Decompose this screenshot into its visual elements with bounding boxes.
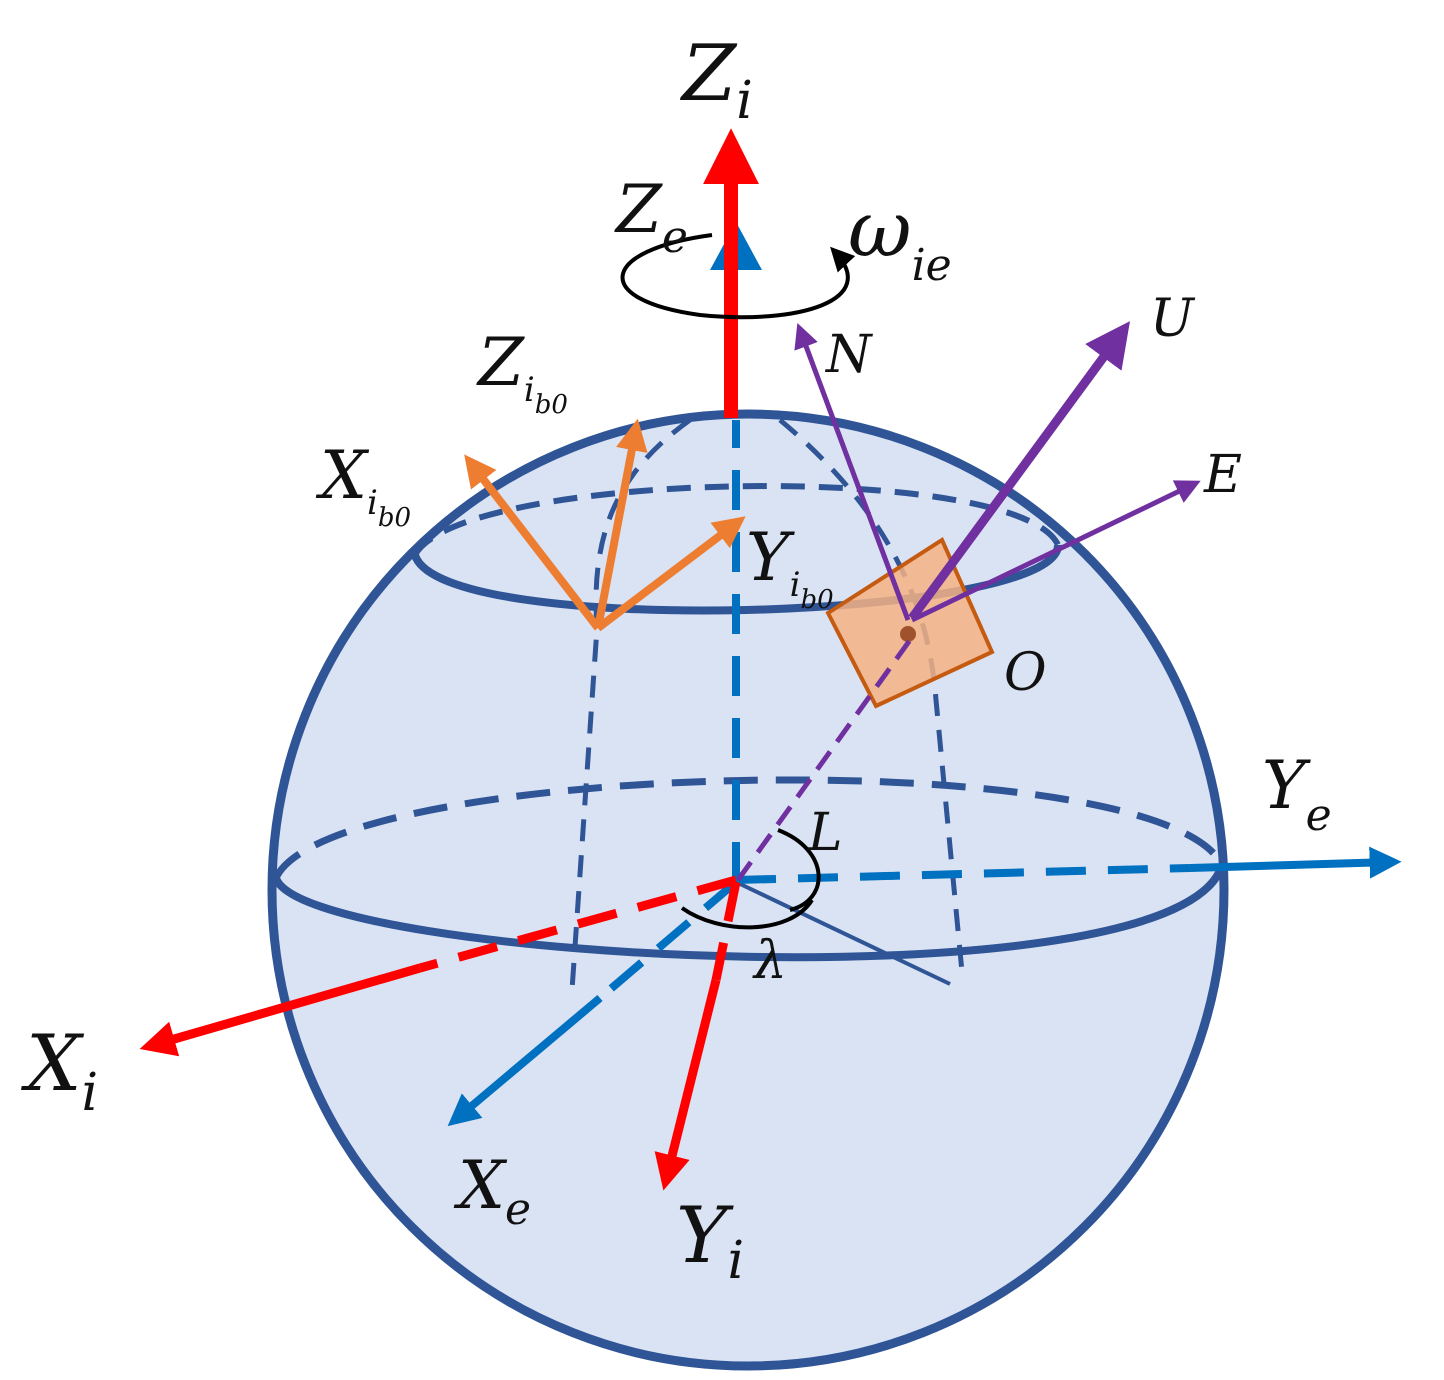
n-axis xyxy=(794,322,911,621)
longitude-line xyxy=(735,880,951,986)
longitude-angle-arc xyxy=(680,898,814,930)
zib0-axis xyxy=(594,418,648,629)
latitude-label: L xyxy=(807,803,843,863)
omega-label: ωie xyxy=(848,185,952,291)
ye-axis-arrow xyxy=(1189,846,1402,879)
xib0-label: Xib0 xyxy=(315,437,411,533)
ye-axis-dashed xyxy=(735,864,1191,884)
local-tangent-plane xyxy=(825,537,995,709)
yib0-label: Yib0 xyxy=(746,519,834,615)
u-label: U xyxy=(1150,289,1196,349)
xe-axis-arrow xyxy=(447,994,603,1127)
latitude-circle-back xyxy=(412,483,1061,557)
e-label: E xyxy=(1203,445,1242,505)
xi-axis-arrow xyxy=(139,963,422,1057)
zi-label: Zi xyxy=(679,29,753,131)
n-label: N xyxy=(824,325,873,385)
u-axis xyxy=(908,321,1130,621)
e-axis xyxy=(910,480,1201,623)
yi-axis-dashed xyxy=(711,881,741,981)
xib0-axis xyxy=(464,454,602,631)
yib0-axis xyxy=(595,516,746,632)
latitude-angle-arc xyxy=(777,828,821,912)
radius-line xyxy=(735,638,913,882)
yi-label: Yi xyxy=(676,1191,744,1291)
ze-label: Ze xyxy=(614,171,688,263)
xi-axis-dashed xyxy=(418,875,738,973)
ye-label: Ye xyxy=(1262,747,1332,841)
longitude-label: λ xyxy=(752,931,787,991)
xe-label: Xe xyxy=(453,1147,531,1235)
xe-axis-dashed xyxy=(597,878,739,1002)
equator-front xyxy=(272,863,1226,962)
earth-rotation-arrow xyxy=(620,233,856,320)
local-origin-point xyxy=(900,626,916,642)
xi-label: Xi xyxy=(20,1019,98,1123)
equator-back xyxy=(272,776,1226,880)
yi-axis-arrow xyxy=(654,978,721,1191)
latitude-circle-front xyxy=(411,544,1063,615)
zib0-label: Zib0 xyxy=(476,324,568,420)
meridian-left xyxy=(569,417,692,991)
o-label: O xyxy=(1004,643,1047,703)
